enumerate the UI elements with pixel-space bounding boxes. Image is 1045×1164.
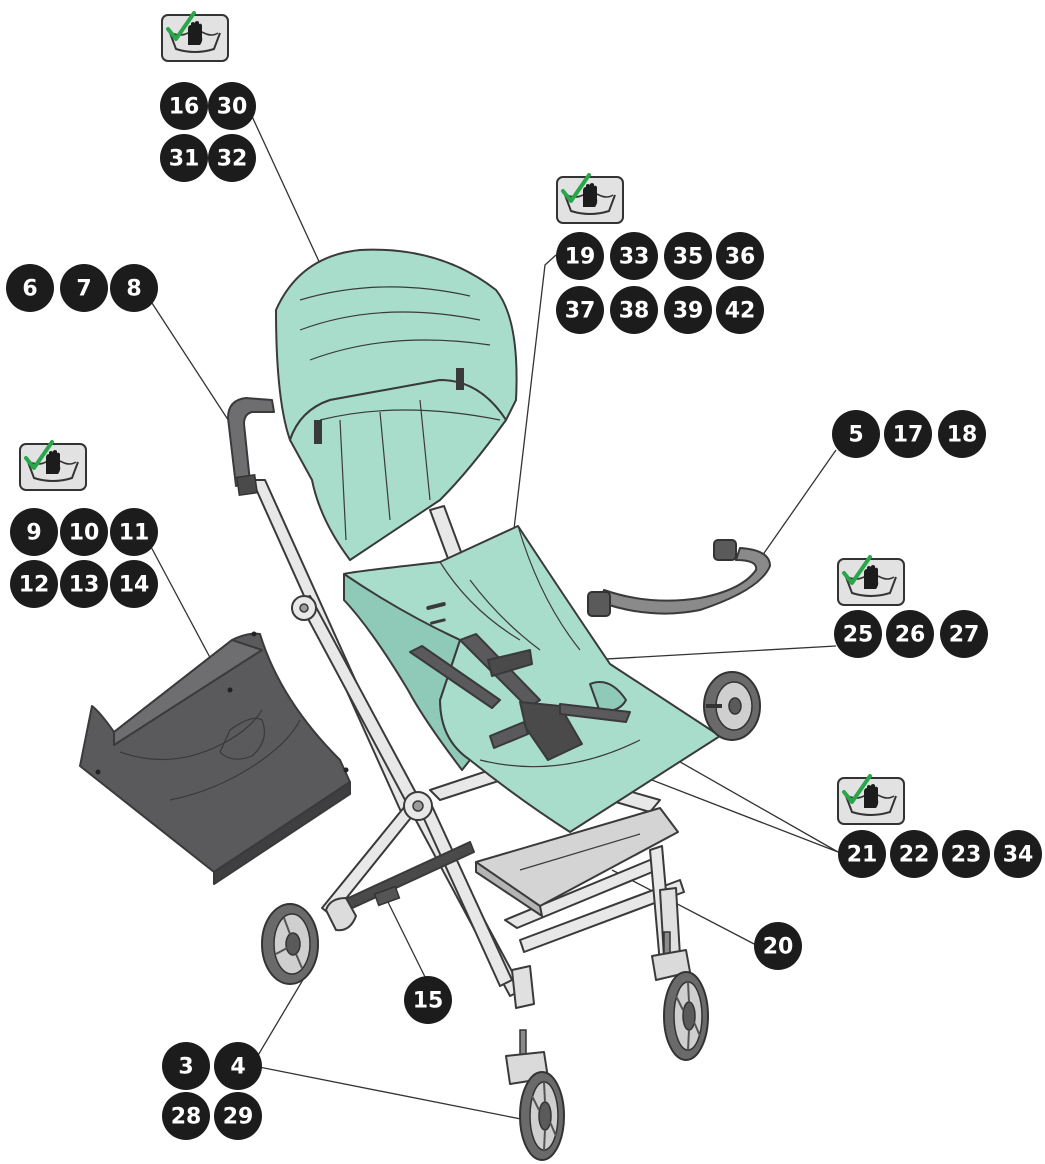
callout-badge-wheels: 28 [162, 1092, 210, 1140]
callout-number: 38 [619, 299, 650, 324]
callout-number: 6 [22, 277, 37, 302]
callout-badge-seat: 36 [716, 232, 764, 280]
callout-badge-wheels: 3 [162, 1042, 210, 1090]
callout-number: 29 [223, 1105, 254, 1130]
callout-number: 23 [951, 843, 982, 868]
callout-badge-basket: 14 [110, 560, 158, 608]
callout-badge-seat: 19 [556, 232, 604, 280]
callout-badge-seat: 42 [716, 286, 764, 334]
callout-number: 31 [169, 147, 200, 172]
callout-number: 10 [69, 521, 100, 546]
callout-number: 20 [763, 935, 794, 960]
callout-badge-basket: 11 [110, 508, 158, 556]
hand-wash-icon [162, 13, 228, 61]
callout-number: 5 [848, 423, 863, 448]
hand-wash-icon [838, 557, 904, 605]
callout-number: 7 [76, 277, 91, 302]
callout-number: 19 [565, 245, 596, 270]
callout-number: 14 [119, 573, 150, 598]
callout-badge-basket: 10 [60, 508, 108, 556]
callout-badge-harness: 21 [838, 830, 886, 878]
callout-badge-bumper_bar: 5 [832, 410, 880, 458]
leader-bumper [762, 450, 836, 556]
callout-number: 35 [673, 245, 704, 270]
callout-number: 15 [413, 989, 444, 1014]
callout-badge-harness: 22 [890, 830, 938, 878]
callout-number: 32 [217, 147, 248, 172]
callout-badge-shoulder_straps: 26 [886, 610, 934, 658]
callout-number: 36 [725, 245, 756, 270]
callout-badge-seat: 39 [664, 286, 712, 334]
callout-number: 28 [171, 1105, 202, 1130]
callout-number: 34 [1003, 843, 1034, 868]
callout-number: 8 [126, 277, 141, 302]
callout-number: 17 [893, 423, 924, 448]
callout-badge-seat: 38 [610, 286, 658, 334]
hand-wash-icon [557, 175, 623, 223]
front-wheel-left [506, 1030, 564, 1160]
leader-canopy [250, 112, 322, 268]
leader-rear-wheel [254, 978, 304, 1062]
basket-part [80, 632, 350, 885]
callout-badge-handle: 8 [110, 264, 158, 312]
callout-badge-handle: 7 [60, 264, 108, 312]
callout-number: 21 [847, 843, 878, 868]
rear-wheel [262, 904, 318, 984]
callout-number: 26 [895, 623, 926, 648]
callout-badge-footrest: 20 [754, 922, 802, 970]
leader-brake [386, 898, 428, 983]
callout-number: 9 [26, 521, 41, 546]
loose-wheel [704, 672, 760, 740]
callout-number: 27 [949, 623, 980, 648]
callout-number: 39 [673, 299, 704, 324]
callout-badge-basket: 12 [10, 560, 58, 608]
callout-number: 18 [947, 423, 978, 448]
callout-badge-canopy: 30 [208, 82, 256, 130]
callout-badge-bumper_bar: 18 [938, 410, 986, 458]
callout-badge-wheels: 4 [214, 1042, 262, 1090]
callout-number: 13 [69, 573, 100, 598]
hand-wash-icon [20, 442, 86, 490]
callout-number: 30 [217, 95, 248, 120]
callout-number: 4 [230, 1055, 245, 1080]
callout-number: 11 [119, 521, 150, 546]
callout-badge-brake: 15 [404, 976, 452, 1024]
callout-badge-bumper_bar: 17 [884, 410, 932, 458]
leader-handle [150, 300, 236, 432]
callout-badge-wheels: 29 [214, 1092, 262, 1140]
callout-number: 33 [619, 245, 650, 270]
callout-badge-canopy: 16 [160, 82, 208, 130]
callout-number: 3 [178, 1055, 193, 1080]
callout-number: 25 [843, 623, 874, 648]
callout-badge-canopy: 31 [160, 134, 208, 182]
canopy-part [276, 250, 517, 560]
leader-seat [512, 255, 556, 546]
callout-badge-shoulder_straps: 25 [834, 610, 882, 658]
callout-badge-seat: 33 [610, 232, 658, 280]
callout-badge-harness: 34 [994, 830, 1042, 878]
callout-badge-canopy: 32 [208, 134, 256, 182]
callout-badge-harness: 23 [942, 830, 990, 878]
callout-badge-basket: 13 [60, 560, 108, 608]
callout-badge-seat: 37 [556, 286, 604, 334]
callout-number: 12 [19, 573, 50, 598]
hand-wash-icon [838, 776, 904, 824]
callout-number: 22 [899, 843, 930, 868]
callout-number: 42 [725, 299, 756, 324]
callout-badge-seat: 35 [664, 232, 712, 280]
leader-front-wheel [254, 1066, 526, 1120]
callout-number: 16 [169, 95, 200, 120]
callout-badge-basket: 9 [10, 508, 58, 556]
bumper-bar-part [588, 540, 770, 616]
callout-badge-handle: 6 [6, 264, 54, 312]
callout-badge-shoulder_straps: 27 [940, 610, 988, 658]
callout-number: 37 [565, 299, 596, 324]
